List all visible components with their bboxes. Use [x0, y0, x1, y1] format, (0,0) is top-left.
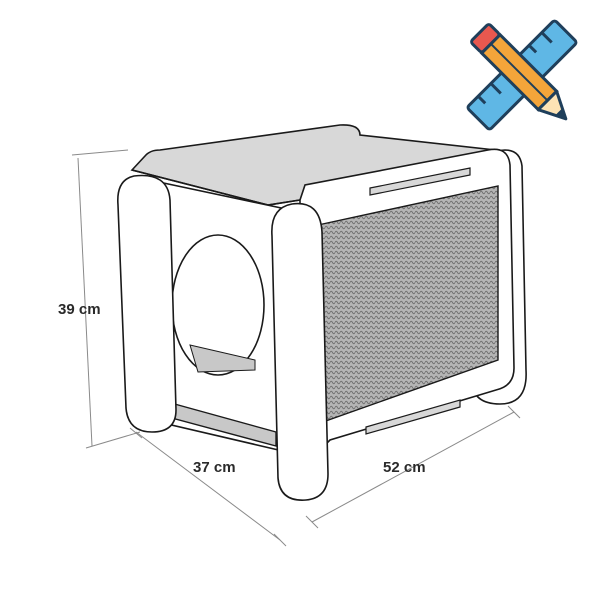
height-dimension-label: 39 cm: [58, 301, 101, 318]
width-dimension-label: 52 cm: [383, 459, 426, 476]
left-post: [117, 174, 177, 433]
top-handle-slot: [369, 167, 471, 196]
bottom-handle-slot: [365, 399, 461, 435]
right-post: [271, 202, 329, 501]
front-panel: [299, 148, 515, 461]
dimension-lines: [71, 149, 521, 547]
depth-dimension-label: 37 cm: [193, 459, 236, 476]
ruler-pencil-icon: [466, 19, 578, 131]
